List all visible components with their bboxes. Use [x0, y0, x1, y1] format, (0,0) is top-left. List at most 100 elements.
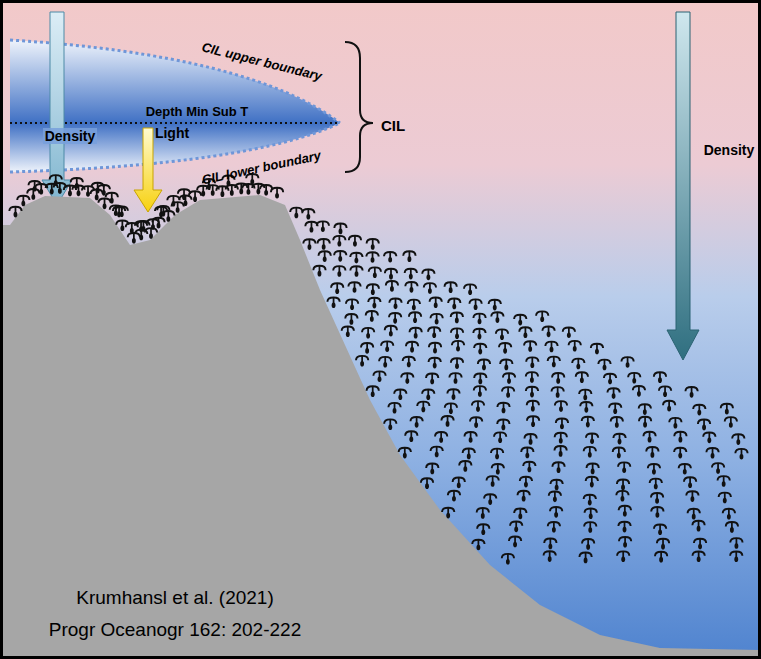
- organism-symbol: [519, 327, 531, 338]
- organism-symbol: [449, 373, 461, 384]
- organism-symbol: [688, 509, 700, 520]
- organism-symbol: [617, 551, 629, 562]
- organism-symbol: [703, 432, 715, 443]
- organism-symbol: [405, 431, 417, 442]
- organism-symbol: [584, 495, 596, 506]
- organism-symbol: [554, 446, 566, 457]
- organism-symbol: [550, 507, 562, 518]
- cil-label: CIL: [381, 117, 405, 134]
- organism-symbol: [474, 386, 486, 397]
- organism-symbol: [591, 344, 603, 355]
- organism-symbol: [617, 480, 629, 491]
- organism-symbol: [706, 448, 718, 459]
- organism-symbol: [362, 328, 374, 339]
- organism-symbol: [452, 341, 464, 352]
- organism-symbol: [128, 233, 140, 244]
- organism-symbol: [426, 464, 438, 475]
- organism-symbol: [611, 417, 623, 428]
- organism-symbol: [643, 432, 655, 443]
- organism-symbol: [497, 403, 509, 414]
- organism-symbol: [331, 283, 343, 294]
- organism-symbol: [429, 358, 441, 369]
- organism-symbol: [580, 402, 592, 413]
- organism-symbol: [422, 389, 434, 400]
- organism-symbol: [552, 387, 564, 398]
- organism-symbol: [550, 480, 562, 491]
- organism-symbol: [302, 209, 314, 220]
- organism-symbol: [526, 357, 538, 368]
- organism-symbol: [305, 222, 317, 233]
- organism-symbol: [334, 224, 346, 235]
- organism-symbol: [609, 403, 621, 414]
- organism-symbol: [584, 447, 596, 458]
- organism-symbol: [503, 373, 515, 384]
- organism-symbol: [674, 448, 686, 459]
- organism-symbol: [552, 462, 564, 473]
- organism-symbol: [385, 269, 397, 280]
- organism-symbol: [555, 433, 567, 444]
- organism-symbol: [448, 299, 460, 310]
- organism-symbol: [403, 251, 415, 262]
- organism-symbol: [318, 239, 330, 250]
- organism-symbol: [303, 239, 315, 250]
- organism-symbol: [693, 551, 705, 562]
- organism-symbol: [435, 432, 447, 443]
- organism-symbol: [447, 389, 459, 400]
- organism-symbol: [317, 221, 329, 232]
- organism-symbol: [613, 448, 625, 459]
- organism-symbol: [584, 522, 596, 533]
- organism-symbol: [718, 476, 730, 487]
- organism-symbol: [367, 386, 379, 397]
- organism-symbol: [319, 251, 331, 262]
- organism-symbol: [389, 298, 401, 309]
- organism-symbol: [639, 404, 651, 415]
- organism-symbol: [651, 493, 663, 504]
- organism-symbol: [604, 374, 616, 385]
- organism-symbol: [542, 326, 554, 337]
- organism-symbol: [586, 477, 598, 488]
- organism-symbol: [526, 387, 538, 398]
- organism-symbol: [428, 327, 440, 338]
- organism-symbol: [379, 357, 391, 368]
- organism-symbol: [29, 181, 41, 192]
- organism-symbol: [619, 506, 631, 517]
- organism-symbol: [367, 284, 379, 295]
- organism-symbol: [654, 372, 666, 383]
- organism-symbol: [388, 403, 400, 414]
- organism-symbol: [545, 342, 557, 353]
- organism-symbol: [474, 374, 486, 385]
- organism-symbol: [723, 509, 735, 520]
- organism-symbol: [679, 464, 691, 475]
- organism-symbol: [569, 341, 581, 352]
- organism-symbol: [654, 524, 666, 535]
- organism-symbol: [410, 328, 422, 339]
- organism-symbol: [356, 356, 368, 367]
- organism-symbol: [585, 508, 597, 519]
- organism-symbol: [556, 419, 568, 430]
- organism-symbol: [403, 357, 415, 368]
- organism-symbol: [582, 539, 594, 550]
- organism-symbol: [384, 419, 396, 430]
- organism-symbol: [348, 282, 360, 293]
- organism-symbol: [579, 553, 591, 564]
- organism-symbol: [451, 313, 463, 324]
- citation-text: Krumhansl et al. (2021): [76, 587, 274, 609]
- organism-symbol: [536, 311, 548, 322]
- organism-symbol: [445, 403, 457, 414]
- organism-symbol: [526, 372, 538, 383]
- organism-symbol: [349, 236, 361, 247]
- organism-symbol: [732, 434, 744, 445]
- organism-symbol: [469, 299, 481, 310]
- organism-symbol: [399, 448, 411, 459]
- organism-symbol: [472, 540, 484, 551]
- organism-symbol: [735, 449, 747, 460]
- organism-symbol: [730, 538, 742, 549]
- organism-symbol: [655, 552, 667, 563]
- organism-symbol: [618, 522, 630, 533]
- organism-symbol: [523, 462, 535, 473]
- organism-symbol: [178, 189, 190, 200]
- organism-symbol: [334, 251, 346, 262]
